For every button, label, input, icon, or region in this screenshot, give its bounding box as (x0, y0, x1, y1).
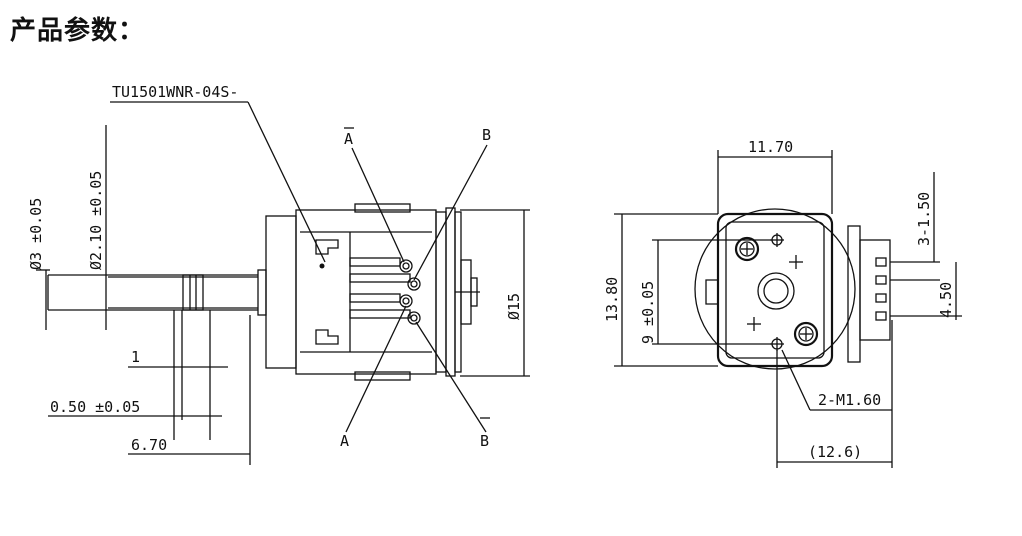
front-view: 11.70 13.80 9 ±0.05 3-1.50 4.50 2-M1.60 … (603, 138, 962, 468)
motor-body (265, 203, 480, 381)
dim-flat-tol: 0.50 ±0.05 (50, 398, 140, 416)
dim-width: 11.70 (748, 138, 793, 156)
dim-reference: (12.6) (808, 443, 862, 461)
motor-pins (349, 257, 421, 325)
screw-top-left (734, 236, 760, 262)
dim-body-dia: Ø15 (505, 293, 523, 320)
dim-screw: 2-M1.60 (818, 391, 881, 409)
pin-label-a-bottom: A (340, 432, 349, 450)
part-number-label: TU1501WNR-04S- (112, 83, 238, 101)
dim-flat-len: 1 (131, 348, 140, 366)
screw-bottom-right (793, 321, 819, 347)
dim-flat-dia: Ø2.10 ±0.05 (87, 171, 105, 270)
dim-shaft-len: 6.70 (131, 436, 167, 454)
dim-height: 13.80 (603, 277, 621, 322)
page-heading: 产品参数： (10, 16, 146, 46)
dim-pin-pitch: 3-1.50 (915, 192, 933, 246)
pin-label-a-bar-top: A (344, 130, 353, 148)
side-view: TU1501WNR-04S- (27, 83, 530, 465)
dim-connector: 4.50 (937, 282, 955, 318)
motor-shaft (47, 269, 267, 316)
connector-housing (847, 225, 962, 363)
dim-shaft-dia: Ø3 ±0.05 (27, 198, 45, 270)
pin-label-b-bar-bottom: B (480, 432, 489, 450)
pin-label-b-top: B (482, 126, 491, 144)
dim-hole-spacing: 9 ±0.05 (639, 281, 657, 344)
